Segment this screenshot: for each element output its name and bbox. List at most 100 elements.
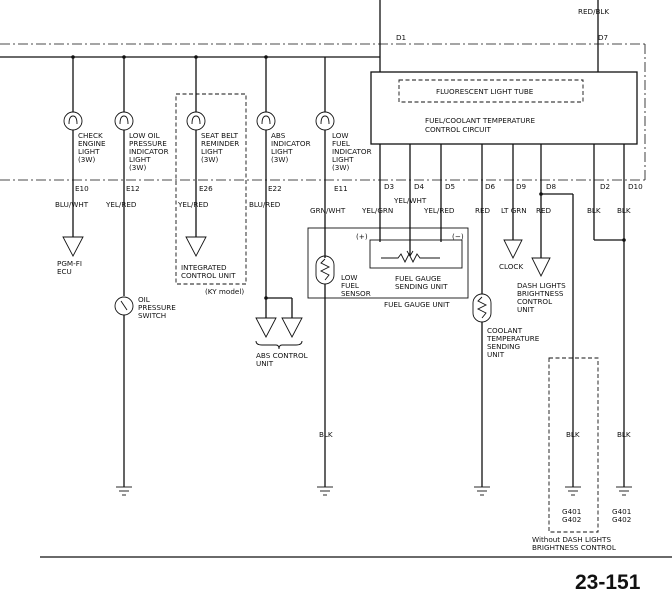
check-engine-label-2: ENGINE	[78, 139, 106, 148]
d8-junction	[539, 192, 543, 196]
low-fuel-sensor-label-3: SENSOR	[341, 289, 371, 298]
low-oil-label-5: (3W)	[129, 163, 146, 172]
fuel-gauge-minus: (−)	[452, 232, 464, 241]
d10-wire-color: BLK	[617, 206, 631, 215]
pin-d7: D7	[598, 33, 608, 42]
coolant-sending-resistor	[476, 296, 488, 319]
ground-icon-dash-1	[565, 486, 581, 496]
ground-icon-oil	[116, 486, 132, 496]
abs-wire-color: BLU/RED	[249, 200, 281, 209]
pin-d8: D8	[546, 182, 557, 191]
ground-icon-low-fuel	[317, 486, 333, 496]
low-fuel-wire-color: GRN/WHT	[310, 206, 346, 215]
seat-belt-terminal: E26	[199, 184, 213, 193]
low-fuel-filament	[320, 115, 330, 125]
page-number: 23-151	[575, 571, 641, 594]
fuel-gauge-plus: (+)	[356, 232, 368, 241]
check-engine-label-3: LIGHT	[78, 147, 100, 156]
d2-wire-color: BLK	[587, 206, 601, 215]
low-oil-filament	[119, 115, 129, 125]
integrated-control-label-1: INTEGRATED	[181, 263, 227, 272]
d5-wire-color: YEL/RED	[423, 206, 455, 215]
low-fuel-label-4: LIGHT	[332, 155, 354, 164]
abs-label-3: LIGHT	[271, 147, 293, 156]
without-dash-label-1: Without DASH LIGHTS	[532, 535, 611, 544]
coolant-label-4: UNIT	[487, 350, 505, 359]
abs-control-arrow-2-icon	[281, 317, 303, 338]
clock-label: CLOCK	[499, 262, 523, 271]
d3-wire-color: YEL/GRN	[361, 206, 393, 215]
d9-wire-color: LT GRN	[501, 206, 527, 215]
oil-switch-label-1: OIL	[138, 295, 150, 304]
low-fuel-sensor-resistor	[319, 258, 331, 281]
tube-label: FLUORESCENT LIGHT TUBE	[436, 87, 534, 96]
pgm-fi-arrow-icon	[62, 236, 84, 257]
integrated-control-arrow-icon	[185, 236, 207, 257]
pin-d9: D9	[516, 182, 527, 191]
coolant-label-3: SENDING	[487, 342, 520, 351]
dash-ground-2-wire-color: BLK	[617, 430, 631, 439]
dash-control-label-3: CONTROL	[517, 297, 552, 306]
pin-d5: D5	[445, 182, 455, 191]
abs-label-4: (3W)	[271, 155, 288, 164]
dash-control-label-2: BRIGHTNESS	[517, 289, 564, 298]
low-fuel-label-3: INDICATOR	[332, 147, 372, 156]
low-oil-bulb-icon	[114, 111, 134, 131]
dash-control-arrow-icon	[531, 257, 551, 278]
low-oil-label-1: LOW OIL	[129, 131, 160, 140]
abs-control-brace	[255, 340, 303, 350]
dash-control-label-4: UNIT	[517, 305, 535, 314]
clock-arrow-icon	[503, 239, 523, 260]
seat-belt-label-3: LIGHT	[201, 147, 223, 156]
seat-belt-filament	[191, 115, 201, 125]
d4-wiper-arrow	[406, 250, 414, 257]
check-engine-label-1: CHECK	[78, 131, 103, 140]
low-oil-label-4: LIGHT	[129, 155, 151, 164]
pgm-fi-label-2: ECU	[57, 267, 72, 276]
ground-icon-coolant	[474, 486, 490, 496]
low-fuel-bulb-icon	[315, 111, 335, 131]
pin-d10: D10	[628, 182, 643, 191]
seat-belt-wire-color: YEL/RED	[177, 200, 209, 209]
top-right-wire-color: RED/BLK	[578, 7, 609, 16]
pgm-fi-label-1: PGM-FI	[57, 259, 82, 268]
low-fuel-terminal: E11	[334, 184, 348, 193]
check-engine-wire-color: BLU/WHT	[55, 200, 89, 209]
d6-wire-color: RED	[475, 206, 491, 215]
ky-model-box	[175, 93, 247, 285]
without-dash-box	[548, 357, 599, 533]
oil-switch-label-3: SWITCH	[138, 311, 166, 320]
check-engine-filament	[68, 115, 78, 125]
ground-2-label-1: G401	[612, 507, 631, 516]
dash-ground-1-wire-color: BLK	[566, 430, 580, 439]
pin-d1: D1	[396, 33, 406, 42]
d4-wire-color: YEL/WHT	[393, 196, 427, 205]
low-fuel-label-1: LOW	[332, 131, 349, 140]
low-fuel-ground-wire-color: BLK	[319, 430, 333, 439]
abs-label-1: ABS	[271, 131, 286, 140]
abs-terminal: E22	[268, 184, 282, 193]
circuit-label-1: FUEL/COOLANT TEMPERATURE	[425, 116, 536, 125]
check-engine-label-4: (3W)	[78, 155, 95, 164]
fuel-gauge-sending-box	[369, 239, 463, 269]
abs-control-arrow-1-icon	[255, 317, 277, 338]
low-fuel-sensor-label-1: LOW	[341, 273, 358, 282]
oil-switch-contact	[120, 300, 128, 311]
oil-switch-label-2: PRESSURE	[138, 303, 176, 312]
abs-label-2: INDICATOR	[271, 139, 311, 148]
integrated-control-label-2: CONTROL UNIT	[181, 271, 236, 280]
pin-d2: D2	[600, 182, 610, 191]
low-oil-wire-color: YEL/RED	[105, 200, 137, 209]
without-dash-label-2: BRIGHTNESS CONTROL	[532, 543, 616, 552]
abs-filament	[261, 115, 271, 125]
dash-control-label-1: DASH LIGHTS	[517, 281, 566, 290]
low-fuel-sensor-label-2: FUEL	[341, 281, 359, 290]
abs-control-label-1: ABS CONTROL	[256, 351, 308, 360]
pin-d4: D4	[414, 182, 425, 191]
coolant-label-1: COOLANT	[487, 326, 523, 335]
seat-belt-bulb-icon	[186, 111, 206, 131]
seat-belt-label-1: SEAT BELT	[201, 131, 239, 140]
d10-junction	[622, 238, 626, 242]
low-oil-label-3: INDICATOR	[129, 147, 169, 156]
